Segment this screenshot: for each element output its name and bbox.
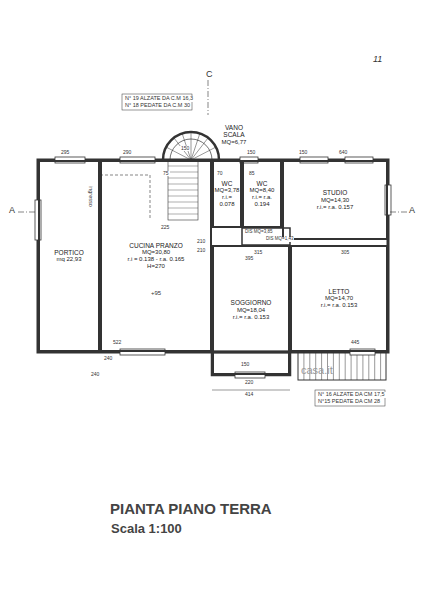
room-data: r.i.= r.a. 0.194 (246, 194, 278, 208)
room-data: r.i.= r.a. 0.153 (233, 314, 270, 321)
room-data: MQ=18,04 (237, 307, 265, 314)
dimension: 150 (180, 146, 190, 151)
room-data: H=270 (147, 263, 165, 270)
dimension: 85 (248, 171, 256, 176)
stair-note: N° 19 ALZATE DA C.M 16,3 (124, 96, 194, 102)
room-data: r.i.= 0.078 (216, 194, 238, 208)
room-data: r.i.= r.a. 0.153 (321, 302, 358, 309)
stair-note: N°15 PEDATE DA CM 28 (317, 399, 381, 405)
stair-step (362, 352, 363, 380)
stair-step (333, 352, 334, 380)
dimension: 220 (244, 380, 254, 385)
dimension: 522 (112, 340, 122, 345)
room-data: MQ=3,78 (215, 187, 240, 194)
stair-step (374, 352, 375, 380)
stair-step (168, 172, 198, 173)
room-name: PORTICO (54, 249, 84, 256)
dimension: 290 (122, 150, 132, 155)
stair-step (168, 178, 198, 179)
stair-step (168, 214, 198, 215)
section-mark: A (8, 206, 16, 215)
section-mark: 11 (372, 55, 383, 64)
stair-step (357, 352, 358, 380)
dimension: ingresso (88, 185, 94, 208)
dimension: 210 (196, 239, 206, 244)
stair-step (168, 202, 198, 203)
stair-note: N° 16 ALZATE DA CM 17,5 (317, 392, 386, 398)
dimension: 305 (340, 250, 350, 255)
dimension: 414 (244, 392, 254, 397)
room-name: WC (257, 180, 268, 187)
room-name: SOGGIORNO (231, 299, 272, 306)
stair-step (168, 190, 198, 191)
room: STUDIOMQ=14,30r.i.= r.a. 0.157 (282, 160, 388, 240)
dimension: 445 (350, 340, 360, 345)
section-mark: C (205, 70, 214, 79)
room-data: MQ=14,30 (321, 197, 349, 204)
dimension: 225 (160, 225, 170, 230)
dimension: DIS MQ=1,43 (265, 237, 294, 242)
room: SOGGIORNOMQ=18,04r.i.= r.a. 0.153 (212, 245, 290, 375)
dimension: 240 (103, 356, 113, 361)
room-name: STUDIO (323, 189, 348, 196)
scale-note: Scala 1:100 (110, 522, 183, 535)
room-data: MQ=30,80 (142, 249, 170, 256)
stair-step (168, 208, 198, 209)
room-data: MQ=14,70 (325, 295, 353, 302)
stair-step (168, 196, 198, 197)
stair-step (339, 352, 340, 380)
room: VANO SCALAMQ=6,77 (212, 120, 256, 150)
dimension: 395 (244, 256, 254, 261)
room-data: MQ=8,40 (250, 187, 275, 194)
dimension: 295 (60, 150, 70, 155)
dimension: 75 (162, 171, 170, 176)
room-data: mq 22,93 (56, 256, 81, 263)
dimension: 240 (90, 372, 100, 377)
dimension: 210 (196, 248, 206, 253)
dimension: 150 (240, 362, 250, 367)
room-data: MQ=6,77 (222, 139, 247, 146)
room-name: WC (222, 180, 233, 187)
section-mark: A (408, 206, 416, 215)
dimension: +95 (150, 290, 162, 296)
room-name: VANO SCALA (216, 124, 252, 139)
room-data: r.i = 0.138 - r.a. 0.165 (128, 256, 185, 263)
room: LETTOMQ=14,70r.i.= r.a. 0.153 (290, 245, 388, 352)
stair-step (168, 184, 198, 185)
dimension: 315 (253, 250, 263, 255)
dimension: 150 (246, 150, 256, 155)
dimension: 70 (216, 171, 224, 176)
stair-step (345, 352, 346, 380)
dimension: 150 (298, 150, 308, 155)
room-name: CUCINA PRANZO (129, 242, 182, 249)
dimension: 640 (338, 150, 348, 155)
watermark: casa.it (300, 365, 334, 376)
room-name: LETTO (329, 288, 350, 295)
stair-step (168, 166, 198, 167)
stair-note: N° 18 PEDATE DA C.M 30 (124, 103, 191, 109)
stair-step (368, 352, 369, 380)
stair-step (380, 352, 381, 380)
room-data: r.i.= r.a. 0.157 (317, 204, 354, 211)
room: CUCINA PRANZOMQ=30,80r.i = 0.138 - r.a. … (100, 160, 212, 352)
stair-step (351, 352, 352, 380)
plan-title: PIANTA PIANO TERRA (110, 500, 272, 517)
dimension: DIS MQ=3,85 (244, 230, 273, 235)
